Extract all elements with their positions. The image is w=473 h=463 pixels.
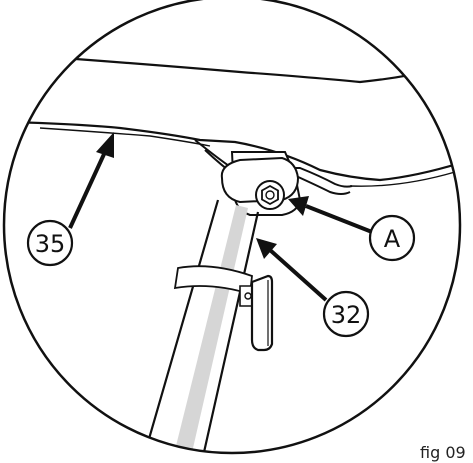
seat-rail-lower xyxy=(204,149,351,195)
callout-32-label: 32 xyxy=(331,301,362,329)
seat-bottom-rim xyxy=(9,120,460,182)
leader-a xyxy=(288,196,373,234)
figure-label: fig 09 xyxy=(420,443,466,462)
callout-a: A xyxy=(368,214,416,262)
callout-35-label: 35 xyxy=(35,230,66,258)
bolt-a xyxy=(255,180,285,210)
seat-post-highlight xyxy=(170,205,248,453)
callout-35: 35 xyxy=(26,219,74,267)
seat-post-tube xyxy=(138,199,260,453)
leader-35 xyxy=(68,132,114,229)
leader-32 xyxy=(256,238,328,302)
seat-rim-right-inner xyxy=(349,171,456,187)
seat-rim-inner xyxy=(39,127,211,147)
callout-a-label: A xyxy=(384,225,401,253)
detail-circle-border xyxy=(2,0,462,455)
callout-32: 32 xyxy=(322,290,370,338)
detail-view xyxy=(9,53,460,453)
reflector xyxy=(250,274,274,352)
seat-top-outline xyxy=(19,53,460,84)
seat-rail xyxy=(194,139,353,188)
